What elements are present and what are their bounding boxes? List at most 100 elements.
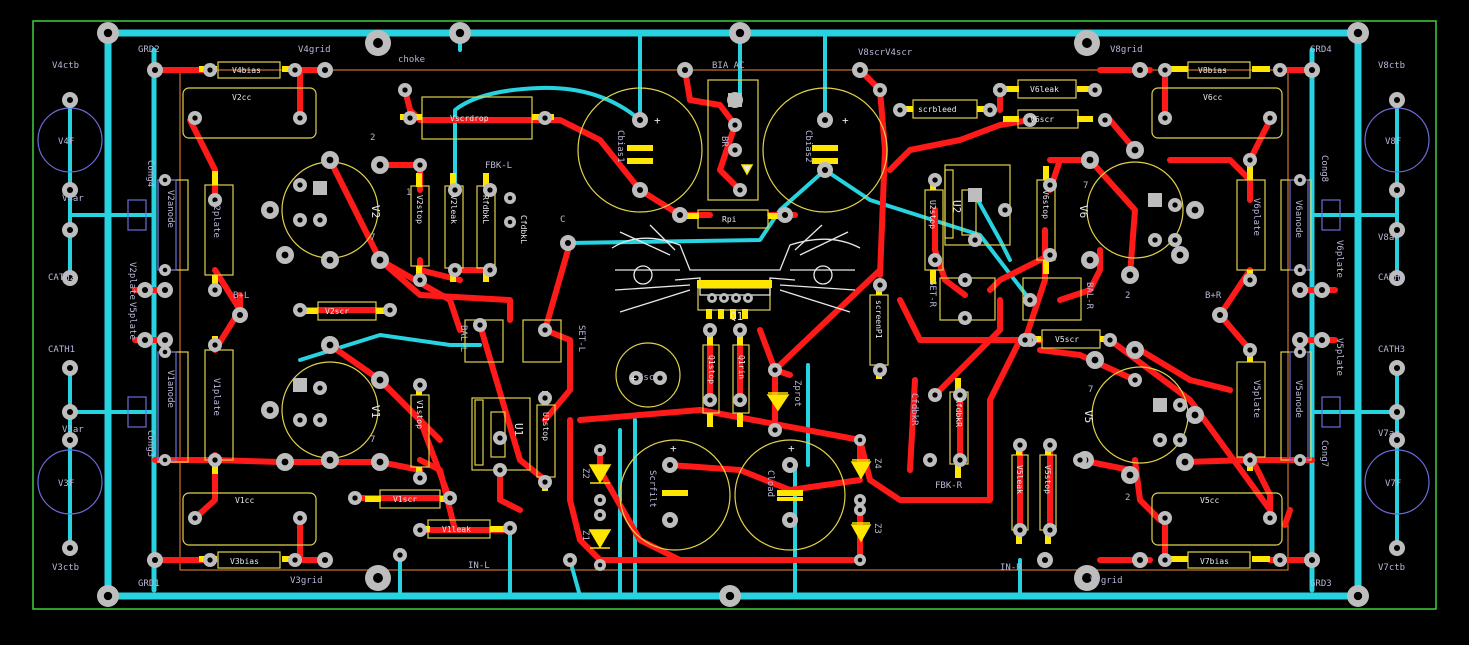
pad-hole xyxy=(1308,556,1316,564)
label-screenp1: screenP1 xyxy=(874,300,883,339)
pad-hole xyxy=(1318,336,1326,344)
pad-hole xyxy=(722,296,726,300)
pad-hole xyxy=(597,562,603,568)
pad-hole xyxy=(66,186,74,194)
pad-hole xyxy=(376,161,384,169)
label-v1leak: V1leak xyxy=(442,525,471,534)
pad-hole xyxy=(326,341,334,349)
label-cong7: Cong7 xyxy=(1319,440,1329,467)
label-v2: V2 xyxy=(369,205,382,218)
label-z4: Z4 xyxy=(872,458,882,469)
pad-hole xyxy=(417,475,423,481)
pad-hole xyxy=(66,96,74,104)
pad-hole xyxy=(452,267,458,273)
label-grd3: GRD3 xyxy=(1310,579,1332,589)
label-v2plate-side: V2plate xyxy=(127,262,137,300)
label-cbias1: Cbias1 xyxy=(615,130,625,163)
pad-hole xyxy=(507,195,513,201)
pad-hole xyxy=(636,116,644,124)
pad-hole xyxy=(666,516,674,524)
pad-hole xyxy=(317,417,323,423)
label-v5leak: V5leak xyxy=(1015,465,1024,494)
square-pad xyxy=(968,188,982,202)
label-v6plate: V6plate xyxy=(1251,198,1261,236)
pad-hole xyxy=(735,28,745,38)
pad-hole xyxy=(732,122,738,128)
pad-hole xyxy=(1132,377,1138,383)
pad-hole xyxy=(162,349,168,355)
label-v7grid: V7grid xyxy=(1090,576,1123,586)
label-bplus-left: B+L xyxy=(233,291,249,301)
pad-hole xyxy=(567,557,573,563)
pad-hole xyxy=(212,197,218,203)
label-cong3: Cong3 xyxy=(145,430,155,457)
pin-v1-7: 7 xyxy=(370,435,375,445)
pad-hole xyxy=(542,479,548,485)
pad-hole xyxy=(962,315,968,321)
pad-hole xyxy=(297,182,303,188)
pad-hole xyxy=(321,556,329,564)
pad-hole xyxy=(1041,556,1049,564)
pad-hole xyxy=(326,256,334,264)
pad-hole xyxy=(1247,157,1253,163)
label-z2: Z2 xyxy=(580,468,590,479)
label-q1rin: Q1rin xyxy=(737,355,746,379)
pad-hole xyxy=(932,177,938,183)
pad-hole xyxy=(151,556,159,564)
pad-hole xyxy=(141,336,149,344)
label-v2plate: V2plate xyxy=(211,200,221,238)
pad-hole xyxy=(542,327,548,333)
square-pad xyxy=(1153,398,1167,412)
plus-cbias1: + xyxy=(654,114,661,127)
pads-layer xyxy=(62,22,1405,607)
pad-hole xyxy=(292,557,298,563)
label-v1cc: V1cc xyxy=(235,496,254,505)
pad-hole xyxy=(857,437,863,443)
pad-hole xyxy=(297,417,303,423)
label-v8ar: V8ar xyxy=(1378,233,1400,243)
square-pad xyxy=(728,93,742,107)
pad-hole xyxy=(66,364,74,372)
label-rfdbkl: RfdbkL xyxy=(481,195,490,224)
label-v5stop: V5stop xyxy=(1043,465,1052,494)
label-choke: choke xyxy=(398,55,425,65)
pad-hole xyxy=(66,226,74,234)
pad-hole xyxy=(266,406,274,414)
pad-hole xyxy=(507,219,513,225)
label-rfdbkr: RfdbkR xyxy=(954,398,963,427)
pad-hole xyxy=(1131,346,1139,354)
pad-hole xyxy=(1176,251,1184,259)
pad-hole xyxy=(1296,286,1304,294)
label-z3: Z3 xyxy=(872,523,882,534)
pad-hole xyxy=(266,206,274,214)
pad-hole xyxy=(597,497,603,503)
pad-hole xyxy=(212,457,218,463)
label-cath4: CATH4 xyxy=(1378,273,1405,283)
label-cbias2: Cbias2 xyxy=(803,130,813,163)
pad-hole xyxy=(212,287,218,293)
label-cath2: CATH2 xyxy=(48,273,75,283)
pad-hole xyxy=(821,116,829,124)
pad-hole xyxy=(877,367,883,373)
pad-hole xyxy=(957,457,963,463)
pad-hole xyxy=(192,115,198,121)
pad-hole xyxy=(857,507,863,513)
label-c: C xyxy=(560,215,565,225)
pad-hole xyxy=(376,256,384,264)
pad-hole xyxy=(962,277,968,283)
pad-hole xyxy=(297,217,303,223)
pad-hole xyxy=(373,38,383,48)
pad-hole xyxy=(1181,458,1189,466)
label-v7ar: V7ar xyxy=(1378,429,1400,439)
pad-hole xyxy=(1172,202,1178,208)
cbias1-outline xyxy=(577,87,703,213)
pad-hole xyxy=(1022,337,1028,343)
pad-hole xyxy=(1077,457,1083,463)
label-q1stop: Q1stop xyxy=(707,355,716,384)
pad-hole xyxy=(1027,297,1033,303)
label-v6anode: V6anode xyxy=(1293,200,1303,238)
pad-hole xyxy=(564,239,572,247)
pad-hole xyxy=(1393,186,1401,194)
label-balr: BAL-R xyxy=(1084,282,1094,310)
pad-hole xyxy=(373,573,383,583)
